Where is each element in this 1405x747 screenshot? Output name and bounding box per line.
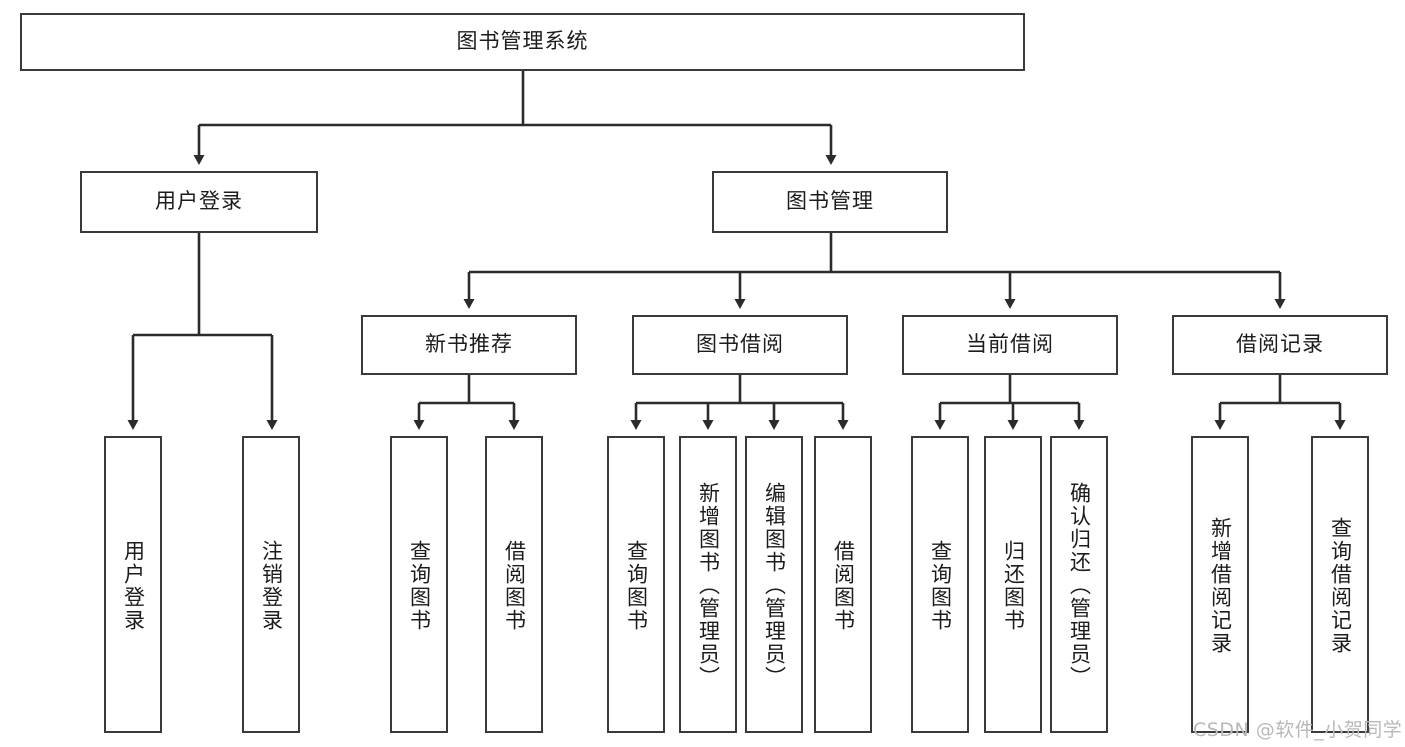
leaf-user-login[interactable]: 用户登录 [104, 436, 162, 733]
node-book-management[interactable]: 图书管理 [712, 171, 948, 233]
leaf-label: 确认归还（管理员） [1067, 482, 1092, 689]
leaf-query-book-current[interactable]: 查询图书 [911, 436, 969, 733]
node-user-login[interactable]: 用户登录 [80, 171, 318, 233]
node-new-book-recommend[interactable]: 新书推荐 [361, 315, 577, 375]
node-borrow-record[interactable]: 借阅记录 [1172, 315, 1388, 375]
node-book-borrow[interactable]: 图书借阅 [632, 315, 848, 375]
node-current-borrow[interactable]: 当前借阅 [902, 315, 1118, 375]
leaf-query-book-recommend[interactable]: 查询图书 [390, 436, 448, 733]
leaf-borrow-book-recommend[interactable]: 借阅图书 [485, 436, 543, 733]
leaf-label: 注销登录 [259, 539, 284, 632]
leaf-label: 用户登录 [121, 539, 146, 632]
leaf-label: 查询图书 [928, 539, 953, 632]
leaf-label: 查询图书 [407, 539, 432, 632]
leaf-label: 借阅图书 [502, 539, 527, 632]
leaf-edit-book-admin[interactable]: 编辑图书（管理员） [745, 436, 803, 733]
leaf-add-book-admin[interactable]: 新增图书（管理员） [679, 436, 737, 733]
leaf-label: 归还图书 [1001, 539, 1026, 632]
leaf-query-borrow-record[interactable]: 查询借阅记录 [1311, 436, 1369, 733]
leaf-confirm-return-admin[interactable]: 确认归还（管理员） [1050, 436, 1108, 733]
node-root-label: 图书管理系统 [456, 29, 589, 54]
leaf-logout[interactable]: 注销登录 [242, 436, 300, 733]
leaf-label: 新增借阅记录 [1208, 516, 1233, 655]
leaf-return-book[interactable]: 归还图书 [984, 436, 1042, 733]
node-root[interactable]: 图书管理系统 [20, 13, 1025, 71]
leaf-label: 借阅图书 [831, 539, 856, 632]
leaf-label: 编辑图书（管理员） [762, 482, 787, 689]
node-user-login-label: 用户登录 [155, 189, 243, 214]
node-book-management-label: 图书管理 [786, 189, 874, 214]
leaf-label: 新增图书（管理员） [696, 482, 721, 689]
node-new-book-recommend-label: 新书推荐 [425, 332, 513, 357]
node-borrow-record-label: 借阅记录 [1236, 332, 1324, 357]
leaf-query-book-borrow[interactable]: 查询图书 [607, 436, 665, 733]
leaf-label: 查询借阅记录 [1328, 516, 1353, 655]
node-current-borrow-label: 当前借阅 [966, 332, 1054, 357]
leaf-add-borrow-record[interactable]: 新增借阅记录 [1191, 436, 1249, 733]
leaf-borrow-book[interactable]: 借阅图书 [814, 436, 872, 733]
node-book-borrow-label: 图书借阅 [696, 332, 784, 357]
leaf-label: 查询图书 [624, 539, 649, 632]
